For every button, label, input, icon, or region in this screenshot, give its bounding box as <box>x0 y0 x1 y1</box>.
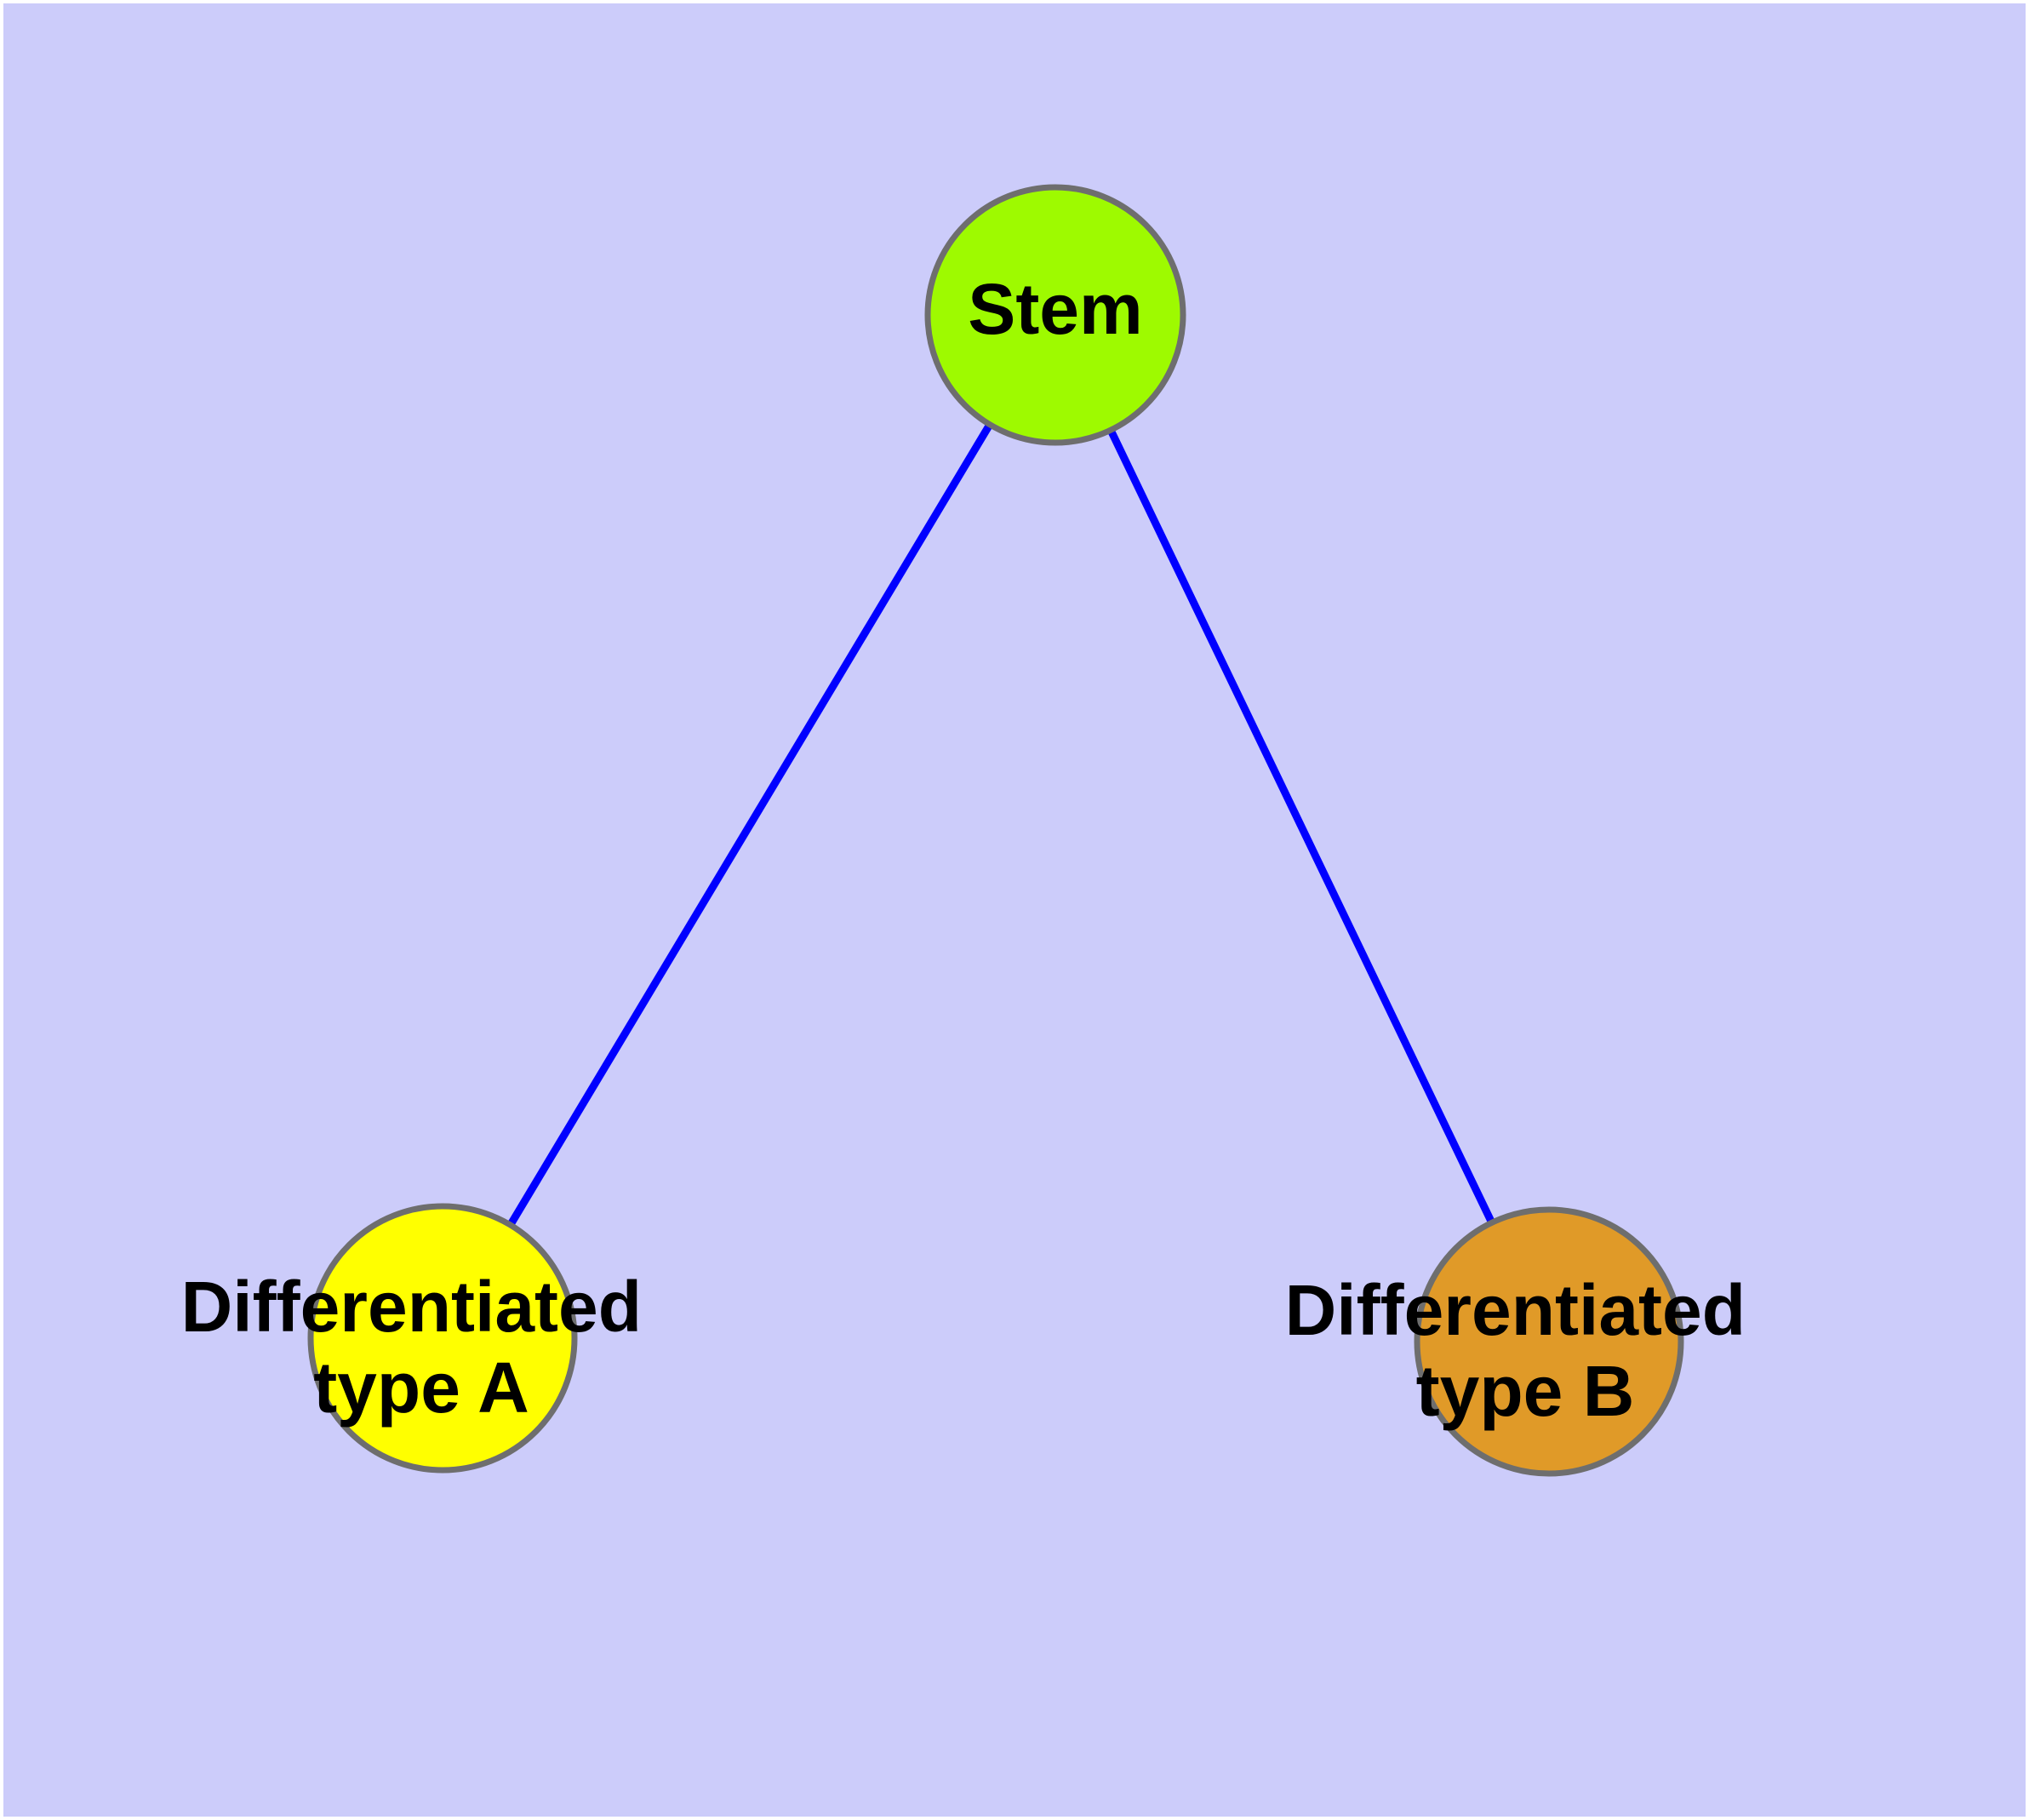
node-link-graph: Stem Differentiated type A Differentiate… <box>181 184 1766 1477</box>
edge-stem-to-differentiated-type-b[interactable] <box>1051 313 1553 1343</box>
node-differentiated-type-a-circle[interactable] <box>307 1203 578 1474</box>
nodes-layer: Stem Differentiated type A Differentiate… <box>181 184 1766 1477</box>
edges-layer <box>439 312 1553 1343</box>
node-differentiated-type-a-label-line2: type A <box>313 1348 529 1428</box>
node-differentiated-type-b-label-line2: type B <box>1416 1351 1635 1431</box>
node-differentiated-type-b[interactable]: Differentiated type B <box>1285 1206 1766 1477</box>
node-differentiated-type-b-label: Differentiated type B <box>1285 1270 1766 1431</box>
node-stem-label: Stem <box>968 269 1142 349</box>
node-stem-circle[interactable] <box>924 184 1186 446</box>
node-differentiated-type-a-label-line1: Differentiated <box>181 1267 642 1347</box>
node-differentiated-type-b-label-line1: Differentiated <box>1285 1270 1746 1350</box>
node-stem[interactable]: Stem <box>924 184 1186 446</box>
graph-surface: Stem Differentiated type A Differentiate… <box>3 3 2026 1817</box>
node-differentiated-type-b-circle[interactable] <box>1414 1206 1684 1477</box>
node-stem-label-line1: Stem <box>968 269 1142 349</box>
node-differentiated-type-a-label: Differentiated type A <box>181 1267 662 1428</box>
node-differentiated-type-a[interactable]: Differentiated type A <box>181 1203 662 1474</box>
edge-stem-to-differentiated-type-a[interactable] <box>439 312 1059 1341</box>
